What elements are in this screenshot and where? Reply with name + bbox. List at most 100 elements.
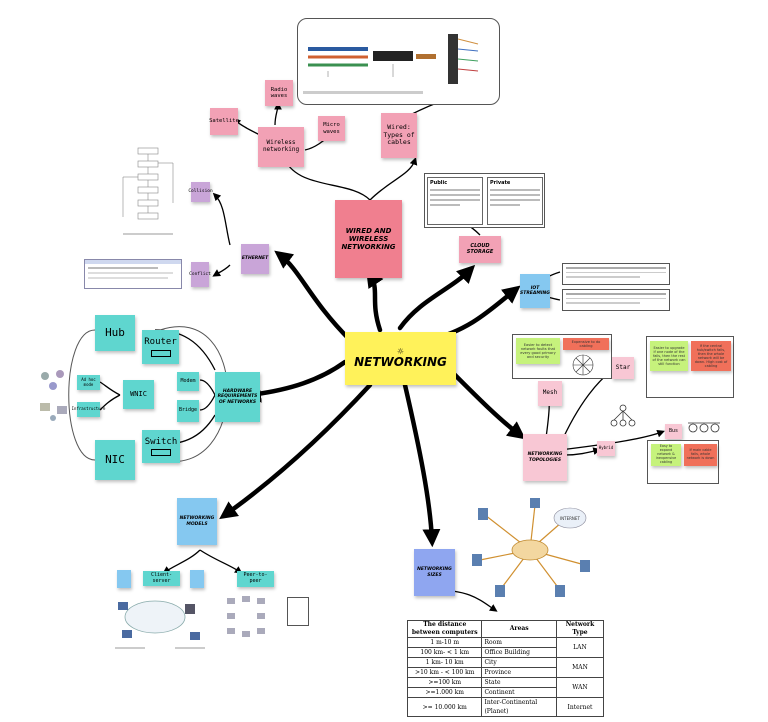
switch-label: Switch <box>144 436 178 447</box>
iot-streaming-note[interactable]: IOT STREAMING <box>520 274 550 308</box>
cable-types-frame <box>297 18 500 105</box>
area-cell: Office Building <box>481 647 557 658</box>
area-cell: Inter-Continental (Planet) <box>481 697 557 717</box>
ethernet-flowchart <box>113 143 183 241</box>
branch-topologies <box>447 367 526 440</box>
branch-sizes <box>402 382 441 548</box>
client-note-right <box>190 570 204 588</box>
distance-cell: 1 m-10 m <box>406 637 483 648</box>
table-row: 1 m-10 m Room LAN <box>406 637 605 658</box>
private-cloud-box: Private <box>487 177 543 225</box>
area-cell: Province <box>481 667 557 678</box>
branch-ethernet <box>274 250 353 343</box>
mesh-details-box: Easier to detect network faults that eve… <box>512 334 612 379</box>
area-cell: Continent <box>481 687 557 698</box>
table-row: >= 10.000 km Inter-Continental (Planet) … <box>406 697 605 717</box>
private-title: Private <box>490 180 511 186</box>
area-cell: State <box>481 677 557 688</box>
p2p-description-box <box>287 597 309 626</box>
router-label: Router <box>144 337 177 348</box>
hub-note[interactable]: Hub <box>95 315 135 351</box>
topologies-note[interactable]: NETWORKING TOPOLOGIES <box>523 434 567 481</box>
mesh-note[interactable]: Mesh <box>538 381 562 406</box>
distance-cell: >10 km - < 100 km <box>406 667 483 678</box>
micro-waves-note[interactable]: Micro waves <box>318 116 345 141</box>
cable-illustration <box>303 34 479 94</box>
type-cell: MAN <box>555 657 605 678</box>
network-size-table: The distance between computers Areas Net… <box>406 620 605 717</box>
distance-cell: 1 km- 10 km <box>406 657 483 668</box>
client-note-left <box>117 570 131 588</box>
wnic-note[interactable]: WNIC <box>123 380 154 409</box>
bus-advantage: Easy to expand network & inexpensive cab… <box>651 444 681 466</box>
mesh-advantage: Easier to detect network faults that eve… <box>516 338 560 364</box>
wired-cables-note[interactable]: Wired: Types of cables <box>381 113 417 158</box>
switch-icon <box>151 449 171 457</box>
modem-note[interactable]: Modem <box>177 372 199 391</box>
star-disadvantage: If the central hub/switch fails, then th… <box>691 341 731 371</box>
networking-sizes-note[interactable]: NETWORKING SIZES <box>414 549 455 596</box>
distance-cell: 100 km- < 1 km <box>406 647 483 658</box>
conflict-note[interactable]: Conflict <box>189 262 211 287</box>
table-row: 1 km- 10 km City MAN <box>406 657 605 678</box>
wireless-networking-note[interactable]: Wireless networking <box>258 127 304 167</box>
center-label: NETWORKING <box>354 354 447 369</box>
peer-to-peer-illustration <box>227 596 265 637</box>
client-server-illustration <box>115 600 205 649</box>
infrastructure-note[interactable]: Infrastructure <box>72 402 105 417</box>
table-row: >=100 km State WAN <box>406 677 605 698</box>
iot-definition-box <box>562 263 670 285</box>
mesh-icon <box>572 354 594 376</box>
router-note[interactable]: Router <box>142 330 179 364</box>
hybrid-note[interactable]: Hybrid <box>597 441 615 456</box>
radio-waves-note[interactable]: Radio waves <box>265 80 293 106</box>
ethernet-note[interactable]: ETHERNET <box>241 244 269 274</box>
star-note[interactable]: Star <box>612 357 634 379</box>
bus-note[interactable]: Bus <box>665 424 682 439</box>
header-network-type: Network Type <box>555 620 605 638</box>
star-advantage: Easier to upgrade if one node of the fai… <box>650 341 688 371</box>
star-details-box: Easier to upgrade if one node of the fai… <box>646 336 734 398</box>
iot-example-box <box>562 289 670 311</box>
public-cloud-box: Public <box>427 177 483 225</box>
router-icon <box>150 349 171 357</box>
peer-to-peer-note[interactable]: Peer-to-peer <box>237 571 274 587</box>
area-cell: City <box>481 657 557 668</box>
topology-icons <box>610 404 720 433</box>
adhoc-note[interactable]: Ad hoc mode <box>77 375 100 390</box>
wireless-devices-illustration <box>40 370 67 421</box>
satellite-note[interactable]: Satellite <box>209 108 239 135</box>
bus-disadvantage: If main cable fails, whole network is do… <box>684 444 717 466</box>
switch-note[interactable]: Switch <box>142 430 180 463</box>
bridge-note[interactable]: Bridge <box>177 400 199 422</box>
hardware-note[interactable]: HARDWARE REQUIREMENTS OF NETWORKS <box>215 372 260 422</box>
area-cell: Room <box>481 637 557 648</box>
internet-illustration: INTERNET <box>472 498 590 597</box>
cloud-storage-note[interactable]: CLOUD STORAGE <box>459 236 501 263</box>
networking-center-note[interactable]: ☼ NETWORKING <box>345 332 456 385</box>
type-cell: Internet <box>555 697 605 717</box>
ip-conflict-dialog <box>84 259 182 289</box>
branch-cloud <box>397 264 476 331</box>
type-cell: WAN <box>555 677 605 698</box>
public-title: Public <box>430 180 448 186</box>
distance-cell: >=100 km <box>406 677 483 688</box>
type-cell: LAN <box>555 637 605 658</box>
client-server-note[interactable]: Client-server <box>143 571 180 586</box>
cloud-types-box: Public Private <box>424 173 545 228</box>
header-areas: Areas <box>481 620 557 638</box>
wired-wireless-note[interactable]: WIRED AND WIRELESS NETWORKING <box>335 200 402 278</box>
sun-icon: ☼ <box>396 346 405 356</box>
collision-note[interactable]: Collision <box>188 182 213 202</box>
distance-cell: >=1.000 km <box>406 687 483 698</box>
mesh-disadvantage: Expensive to do cabling <box>563 338 609 350</box>
nic-note[interactable]: NIC <box>95 440 135 480</box>
branch-models <box>219 382 373 520</box>
networking-models-note[interactable]: NETWORKING MODELS <box>177 498 217 545</box>
header-distance: The distance between computers <box>406 620 483 638</box>
bus-details-box: Easy to expand network & inexpensive cab… <box>647 440 719 484</box>
branch-hardware <box>242 359 348 403</box>
branch-wired <box>366 269 384 333</box>
internet-label: INTERNET <box>560 516 580 521</box>
